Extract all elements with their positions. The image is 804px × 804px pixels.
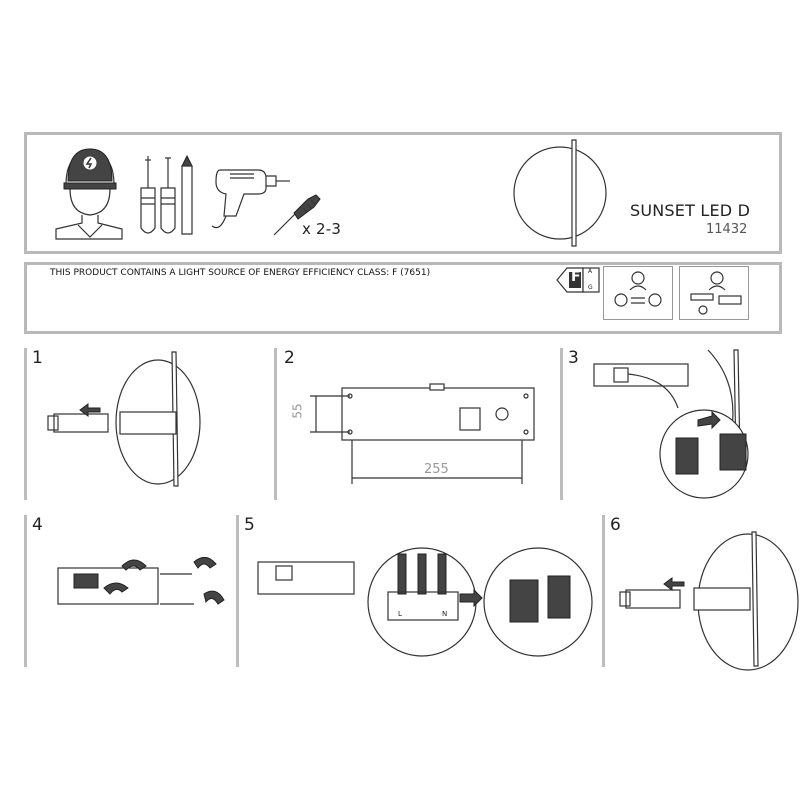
step-number-2: 2 bbox=[284, 348, 295, 368]
step-number-5: 5 bbox=[244, 515, 255, 535]
step1-divider bbox=[24, 348, 27, 500]
drill-icon bbox=[211, 169, 290, 229]
control-gear-replaceable-icon bbox=[679, 266, 749, 320]
dimension-width: 255 bbox=[424, 462, 449, 477]
step4-illustration bbox=[57, 557, 225, 605]
step2-divider bbox=[274, 348, 277, 500]
light-source-replaceable-icon bbox=[603, 266, 673, 320]
step5-divider bbox=[236, 515, 239, 667]
terminal-label-l: L bbox=[398, 610, 402, 618]
energy-scale-bottom: G bbox=[588, 284, 593, 291]
energy-scale-top: A bbox=[588, 268, 593, 275]
step3-illustration bbox=[593, 349, 749, 499]
step2-dimension-drawing bbox=[310, 383, 535, 484]
step6-illustration bbox=[619, 531, 799, 671]
lamp-outline bbox=[513, 139, 607, 247]
wall-plug-icon bbox=[273, 194, 321, 236]
step1-illustration bbox=[47, 351, 201, 487]
product-code: 11432 bbox=[706, 222, 748, 237]
pencil-icon bbox=[181, 154, 193, 235]
energy-class-label bbox=[556, 267, 600, 293]
terminal-label-n: N bbox=[442, 610, 448, 618]
energy-box bbox=[24, 262, 782, 334]
step-number-1: 1 bbox=[32, 348, 43, 368]
step-number-3: 3 bbox=[568, 348, 579, 368]
step3-divider bbox=[560, 348, 563, 500]
product-name: SUNSET LED D bbox=[630, 201, 751, 220]
step5-illustration bbox=[257, 547, 593, 657]
step-number-6: 6 bbox=[610, 515, 621, 535]
step-number-4: 4 bbox=[32, 515, 43, 535]
electrician-icon bbox=[55, 148, 123, 240]
energy-class-letter: F bbox=[571, 269, 581, 285]
step6-divider bbox=[602, 515, 605, 667]
screw-quantity: x 2-3 bbox=[302, 220, 342, 238]
step4-divider bbox=[24, 515, 27, 667]
tools-product-box bbox=[24, 132, 782, 254]
screwdriver-phillips-icon bbox=[140, 156, 156, 234]
dimension-height: 55 bbox=[290, 403, 305, 419]
screwdriver-flat-icon bbox=[160, 157, 176, 234]
energy-notice: THIS PRODUCT CONTAINS A LIGHT SOURCE OF … bbox=[50, 268, 431, 278]
